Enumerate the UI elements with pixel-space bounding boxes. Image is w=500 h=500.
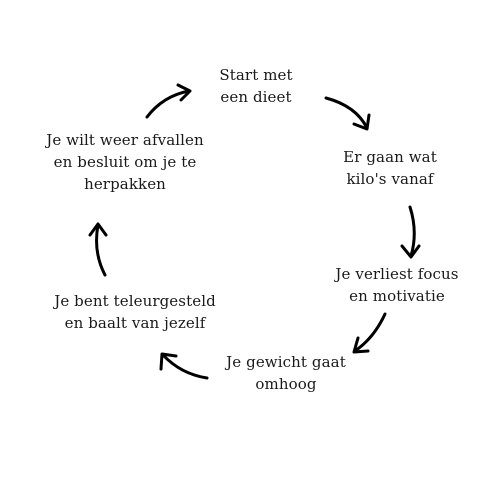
step-label-line: en baalt van jezelf [64, 314, 206, 332]
step-label-line: Start met [219, 66, 293, 84]
cycle-step-weight-up: Je gewicht gaat omhoog [196, 351, 376, 395]
step-label-line: Je bent teleurgesteld [54, 292, 216, 310]
step-label-line: en motivatie [349, 287, 445, 305]
step-label-line: herpakken [84, 175, 166, 193]
curved-arrow-icon [324, 96, 371, 131]
step-label-line: kilo's vanaf [346, 170, 434, 188]
curved-arrow-icon [352, 312, 387, 354]
cycle-step-lose-kilos: Er gaan wat kilo's vanaf [300, 146, 480, 190]
cycle-step-disappointed: Je bent teleurgesteld en baalt van jezel… [45, 290, 225, 334]
step-label-line: omhoog [255, 375, 317, 393]
curved-arrow-icon [159, 352, 209, 380]
curved-arrow-icon [145, 83, 192, 119]
cycle-step-start-diet: Start met een dieet [166, 64, 346, 108]
cycle-step-restart: Je wilt weer afvallen en besluit om je t… [35, 129, 215, 195]
step-label-line: Je gewicht gaat [226, 353, 346, 371]
curved-arrow-icon [88, 222, 108, 277]
cycle-step-lose-focus: Je verliest focus en motivatie [307, 263, 487, 307]
step-label-line: Je verliest focus [335, 265, 459, 283]
step-label-line: een dieet [220, 88, 292, 106]
curved-arrow-icon [400, 205, 421, 259]
step-label-line: Je wilt weer afvallen [46, 131, 204, 149]
step-label-line: en besluit om je te [53, 153, 197, 171]
step-label-line: Er gaan wat [343, 148, 437, 166]
